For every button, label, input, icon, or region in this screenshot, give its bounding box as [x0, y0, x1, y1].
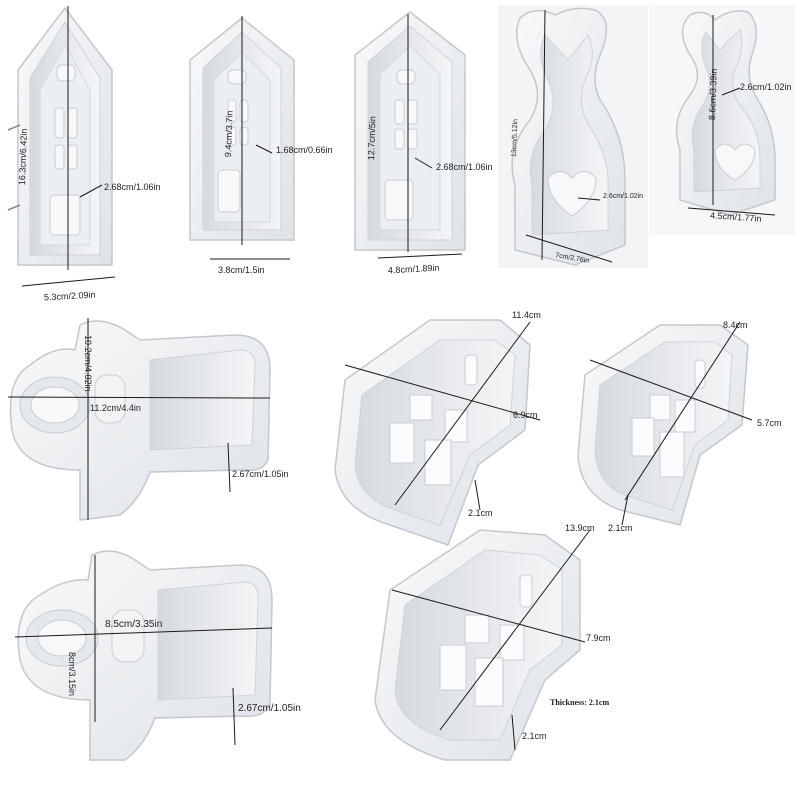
height-label: 12.7cm/5in — [366, 115, 378, 161]
depth-label: 2.68cm/1.06in — [436, 162, 493, 172]
bear-mold-large-image — [7, 318, 271, 521]
house-block-mold-medium-image — [334, 319, 541, 546]
width-label: 11.2cm/4.4in — [90, 403, 141, 413]
house-block-mold-large-image — [374, 529, 591, 761]
width-label: 8.5cm/3.35in — [105, 619, 163, 630]
depth-label: 2.1cm — [468, 508, 493, 518]
depth-label: 2.1cm — [608, 523, 633, 533]
width-label: 7.9cm — [586, 633, 611, 643]
length-label: 8.4cm — [723, 320, 748, 330]
length-label: 13.9cm — [565, 523, 595, 533]
length-label: 11.4cm — [512, 310, 541, 320]
depth-label: 2.68cm/1.06in — [104, 182, 161, 192]
depth-label: 2.1cm — [522, 731, 547, 741]
height-label: 10.2cm/4.02in — [83, 335, 93, 392]
tall-house-mold-large-image — [7, 6, 116, 287]
depth-label: 2.6cm/1.02in — [740, 82, 792, 92]
height-label: 13cm/5.12in — [511, 118, 520, 158]
tall-house-mold-small-image — [189, 16, 295, 260]
depth-label: 1.68cm/0.66in — [276, 145, 333, 155]
house-block-mold-small-image — [577, 321, 753, 526]
width-label: 3.8cm/1.5in — [218, 265, 265, 275]
width-label: 6.9cm — [513, 410, 538, 420]
bear-mold-small-image — [14, 550, 273, 761]
depth-label: 2.67cm/1.05in — [232, 469, 289, 479]
bunny-heart-mold-small-image — [675, 10, 776, 216]
tall-house-mold-medium-image — [354, 11, 466, 259]
height-label: 8cm/3.15in — [67, 652, 77, 697]
depth-label: 2.67cm/1.05in — [238, 703, 301, 714]
thickness-label: Thickness: 2.1cm — [550, 698, 610, 707]
depth-label: 2.6cm/1.02in — [603, 193, 644, 200]
width-label: 5.7cm — [757, 418, 782, 428]
height-label: 8.6cm/3.39in — [707, 68, 719, 121]
height-label: 9.4cm/3.7in — [223, 110, 235, 158]
bunny-heart-mold-large-image — [511, 7, 626, 266]
